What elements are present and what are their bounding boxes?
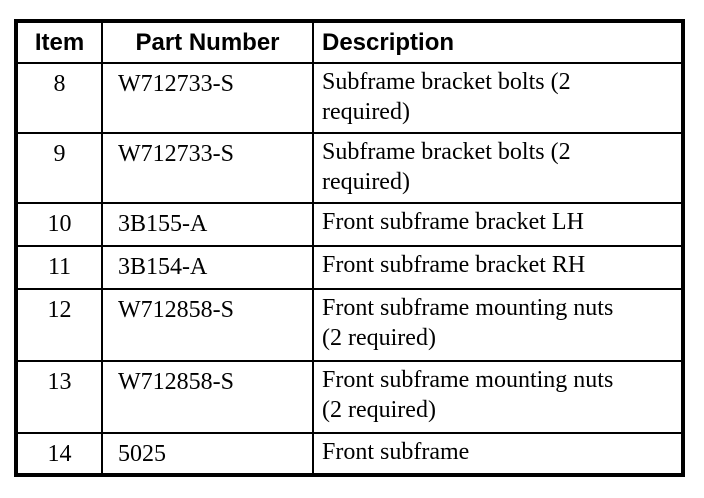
part-number-cell: W712858-S [101, 288, 314, 362]
header-row: Item Part Number Description [15, 20, 684, 64]
table-row: 13 W712858-S Front subframe mounting nut… [15, 360, 684, 434]
table-row: 14 5025 Front subframe [15, 432, 684, 476]
part-number-cell: W712733-S [101, 132, 314, 204]
description-cell: Subframe bracket bolts (2 required) [312, 132, 684, 204]
description-cell: Front subframe bracket LH [312, 202, 684, 247]
table-row: 8 W712733-S Subframe bracket bolts (2 re… [15, 62, 684, 134]
table-body: 8 W712733-S Subframe bracket bolts (2 re… [15, 62, 684, 476]
description-cell: Front subframe [312, 432, 684, 476]
item-cell: 11 [15, 245, 103, 290]
parts-table: Item Part Number Description 8 W712733-S… [14, 19, 685, 477]
column-header-part-number: Part Number [101, 20, 314, 64]
part-number-cell: W712858-S [101, 360, 314, 434]
item-cell: 13 [15, 360, 103, 434]
table-row: 10 3B155-A Front subframe bracket LH [15, 202, 684, 247]
part-number-cell: W712733-S [101, 62, 314, 134]
item-cell: 8 [15, 62, 103, 134]
part-number-cell: 5025 [101, 432, 314, 476]
table-row: 12 W712858-S Front subframe mounting nut… [15, 288, 684, 362]
description-cell: Front subframe mounting nuts (2 required… [312, 288, 684, 362]
description-cell: Subframe bracket bolts (2 required) [312, 62, 684, 134]
table-row: 9 W712733-S Subframe bracket bolts (2 re… [15, 132, 684, 204]
item-cell: 9 [15, 132, 103, 204]
item-cell: 10 [15, 202, 103, 247]
parts-table-container: Item Part Number Description 8 W712733-S… [14, 19, 685, 477]
part-number-cell: 3B155-A [101, 202, 314, 247]
table-header: Item Part Number Description [15, 20, 684, 64]
item-cell: 12 [15, 288, 103, 362]
part-number-cell: 3B154-A [101, 245, 314, 290]
description-cell: Front subframe bracket RH [312, 245, 684, 290]
column-header-item: Item [15, 20, 103, 64]
description-cell: Front subframe mounting nuts (2 required… [312, 360, 684, 434]
table-row: 11 3B154-A Front subframe bracket RH [15, 245, 684, 290]
column-header-description: Description [312, 20, 684, 64]
item-cell: 14 [15, 432, 103, 476]
